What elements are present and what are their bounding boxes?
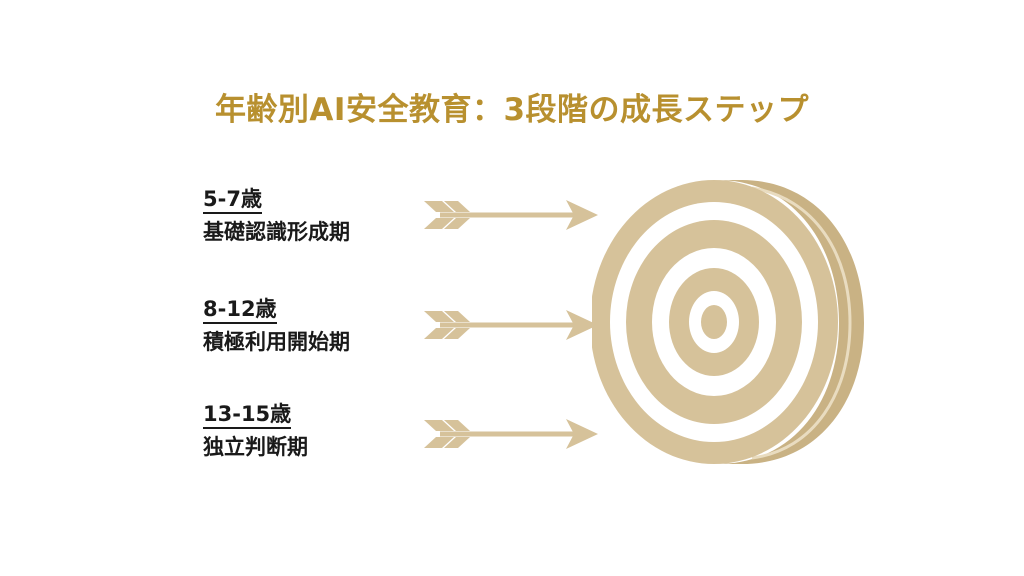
stage-age: 13-15歳: [203, 402, 292, 429]
stage-8-12: 8-12歳 積極利用開始期: [203, 297, 433, 355]
arrow-icon: [424, 200, 598, 230]
target-icon: [592, 180, 864, 464]
arrow-icon: [424, 419, 598, 449]
page-title: 年齢別AI安全教育：3段階の成長ステップ: [214, 92, 810, 128]
stage-age: 5-7歳: [203, 187, 262, 214]
stage-phase: 積極利用開始期: [203, 330, 350, 354]
stage-phase: 基礎認識形成期: [203, 220, 350, 244]
stage-5-7: 5-7歳 基礎認識形成期: [203, 187, 433, 245]
stage-13-15: 13-15歳 独立判断期: [203, 402, 433, 460]
arrow-icon: [424, 310, 598, 340]
stage-phase: 独立判断期: [203, 435, 308, 459]
stage-age: 8-12歳: [203, 297, 277, 324]
